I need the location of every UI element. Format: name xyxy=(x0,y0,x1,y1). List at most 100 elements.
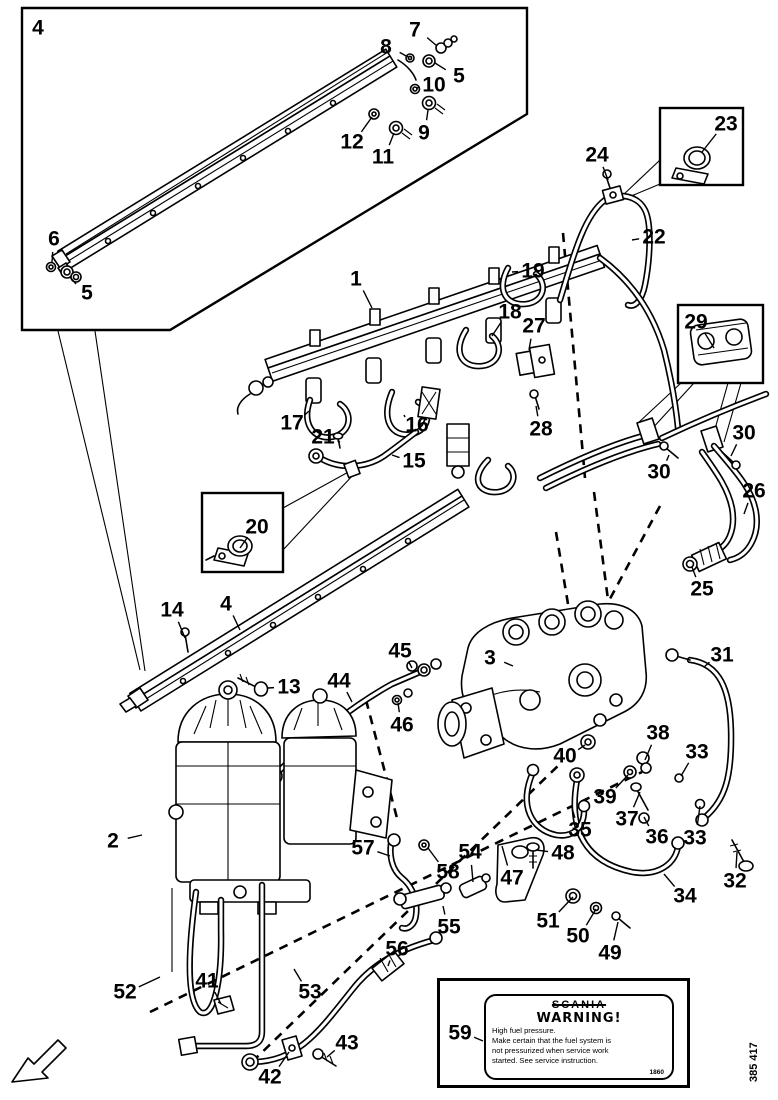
leader-line-57 xyxy=(377,851,391,857)
leader-line-5 xyxy=(69,276,77,285)
callout-46: 46 xyxy=(390,714,413,737)
union-39 xyxy=(623,765,637,779)
callout-23: 23 xyxy=(714,113,737,136)
callout-53: 53 xyxy=(298,981,321,1004)
leader-line-39 xyxy=(615,774,629,789)
callout-1: 1 xyxy=(350,268,362,291)
leader-line-16 xyxy=(403,414,406,418)
bolt-30 xyxy=(721,451,741,470)
leader-line-30 xyxy=(730,444,738,457)
callout-33: 33 xyxy=(685,741,708,764)
bolt-21 xyxy=(332,432,344,449)
bolt-32 xyxy=(729,839,754,872)
leader-line-48 xyxy=(535,849,549,853)
callout-9: 9 xyxy=(418,122,430,145)
union-55 xyxy=(393,882,452,910)
callout-19: 19 xyxy=(521,260,544,283)
clamp xyxy=(636,417,660,445)
leader-line-6 xyxy=(51,251,54,263)
leader-line-33 xyxy=(696,805,701,826)
callout-3: 3 xyxy=(484,647,496,670)
leader-line-55 xyxy=(442,905,446,915)
sensor-27 xyxy=(515,343,556,379)
plug-11 xyxy=(388,120,413,140)
leader-line-42 xyxy=(278,1051,290,1068)
inset-fuel-rail-detail xyxy=(45,35,458,283)
leader-line-53 xyxy=(293,968,303,982)
union-51 xyxy=(565,888,581,904)
nozzle-7 xyxy=(435,35,458,54)
screw-28 xyxy=(529,389,540,410)
leader-line-7 xyxy=(426,37,438,47)
pipe-31 xyxy=(686,656,735,822)
clamp-block-29 xyxy=(689,318,753,366)
callout-31: 31 xyxy=(710,644,734,667)
callout-47: 47 xyxy=(500,867,523,890)
callout-32: 32 xyxy=(723,870,746,893)
leader-line-18 xyxy=(491,322,502,337)
leader-line-25 xyxy=(691,566,697,578)
leader-line-10 xyxy=(416,86,420,89)
callout-57: 57 xyxy=(351,837,374,860)
leader-line-46 xyxy=(397,702,401,713)
leader-line-3 xyxy=(503,661,514,667)
leader-line-37 xyxy=(632,791,641,808)
clamp-42 xyxy=(281,1035,303,1061)
plug-9 xyxy=(421,95,446,115)
callout-51: 51 xyxy=(536,910,560,933)
callout-14: 14 xyxy=(160,599,184,622)
fuel-rail-1 xyxy=(236,244,606,415)
callout-29: 29 xyxy=(684,311,707,334)
bolt-49 xyxy=(611,911,631,929)
callout-8: 8 xyxy=(380,36,392,59)
callout-54: 54 xyxy=(458,841,482,864)
leader-line-58 xyxy=(427,847,439,863)
clamp-41 xyxy=(213,995,235,1015)
callout-28: 28 xyxy=(529,418,553,441)
fuel-rail-4 xyxy=(119,488,470,713)
fitting-54 xyxy=(458,873,491,899)
callout-52: 52 xyxy=(113,981,136,1004)
callout-7: 7 xyxy=(409,19,421,42)
callout-22: 22 xyxy=(642,226,665,249)
callout-56: 56 xyxy=(385,938,408,961)
callout-36: 36 xyxy=(645,826,668,849)
leader-line-50 xyxy=(585,908,597,926)
leader-line-54 xyxy=(470,864,474,883)
callout-11: 11 xyxy=(372,146,395,169)
leader-line-2 xyxy=(127,834,143,840)
leader-line-29 xyxy=(703,332,715,349)
callout-13: 13 xyxy=(277,676,300,699)
leader-line-20 xyxy=(239,536,249,549)
leader-line-8 xyxy=(399,51,409,58)
leader-line-56 xyxy=(387,960,391,967)
leader-line-22 xyxy=(631,238,640,241)
fitting-38 xyxy=(636,751,652,774)
leader-line-31 xyxy=(703,661,710,668)
callout-6: 6 xyxy=(48,228,60,251)
leader-line-36 xyxy=(643,816,650,827)
callout-12: 12 xyxy=(340,131,363,154)
inset-box-4 xyxy=(20,6,529,672)
bolt-58 xyxy=(418,839,430,851)
callout-34: 34 xyxy=(673,885,697,908)
brand-logo: SCANIA xyxy=(551,999,607,1011)
leader-line-9 xyxy=(425,109,429,121)
callout-48: 48 xyxy=(551,842,575,865)
warning-text-line: Make certain that the fuel system is xyxy=(492,1035,612,1045)
callout-37: 37 xyxy=(615,808,638,831)
callout-4: 4 xyxy=(32,17,44,40)
leader-line-1 xyxy=(362,290,373,309)
callout-45: 45 xyxy=(388,640,412,663)
leader-line-33 xyxy=(680,762,690,777)
connector xyxy=(417,386,441,420)
leader-line-41 xyxy=(214,991,222,1005)
bolt-13 xyxy=(237,673,269,697)
callout-58: 58 xyxy=(436,861,460,884)
leader-line-11 xyxy=(388,132,395,146)
callout-26: 26 xyxy=(742,480,765,503)
callout-5: 5 xyxy=(453,65,465,88)
